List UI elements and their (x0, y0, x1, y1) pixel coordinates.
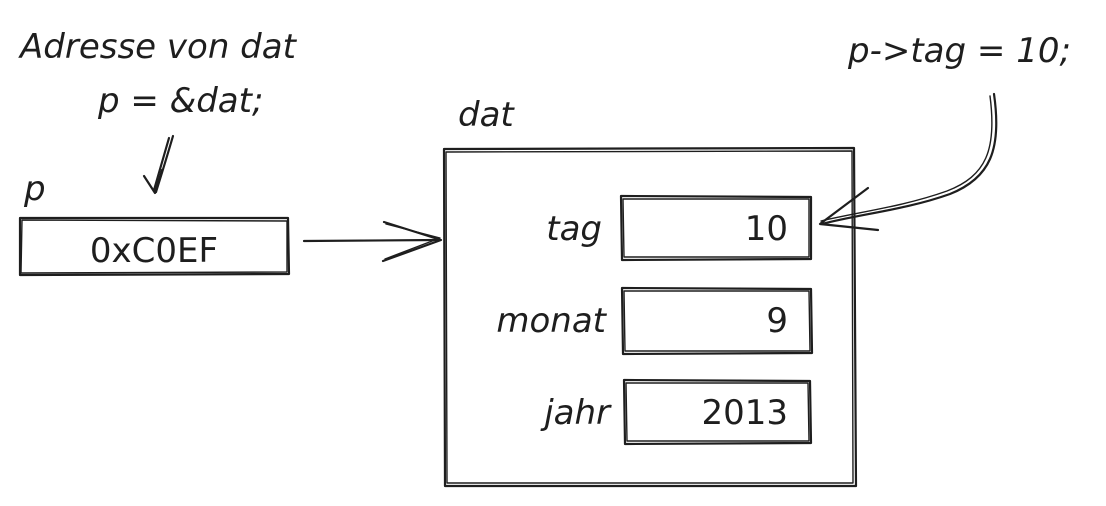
pointer-box: 0xC0EF (18, 216, 291, 277)
field-value: 10 (745, 209, 788, 249)
assignment-annotation: p->tag = 10; (847, 31, 1071, 71)
field-row: monat 9 (496, 286, 814, 356)
field-value: 2013 (701, 393, 788, 433)
field-row: tag 10 (546, 194, 813, 262)
field-row: jahr 2013 (540, 378, 813, 446)
struct-label: dat (458, 95, 515, 135)
address-annotation: Adresse von dat (18, 27, 298, 67)
field-label: jahr (540, 393, 612, 433)
pointer-to-struct-arrow (302, 220, 443, 263)
pointer-assignment-annotation: p = &dat; (97, 81, 263, 121)
pointer-label: p (23, 169, 46, 209)
field-value: 9 (766, 301, 788, 341)
assignment-arrow (818, 92, 998, 232)
annotation-down-arrow (142, 134, 175, 195)
pointer-value: 0xC0EF (90, 231, 218, 271)
field-label: monat (496, 301, 607, 341)
struct-box (442, 146, 858, 488)
field-label: tag (546, 209, 602, 249)
